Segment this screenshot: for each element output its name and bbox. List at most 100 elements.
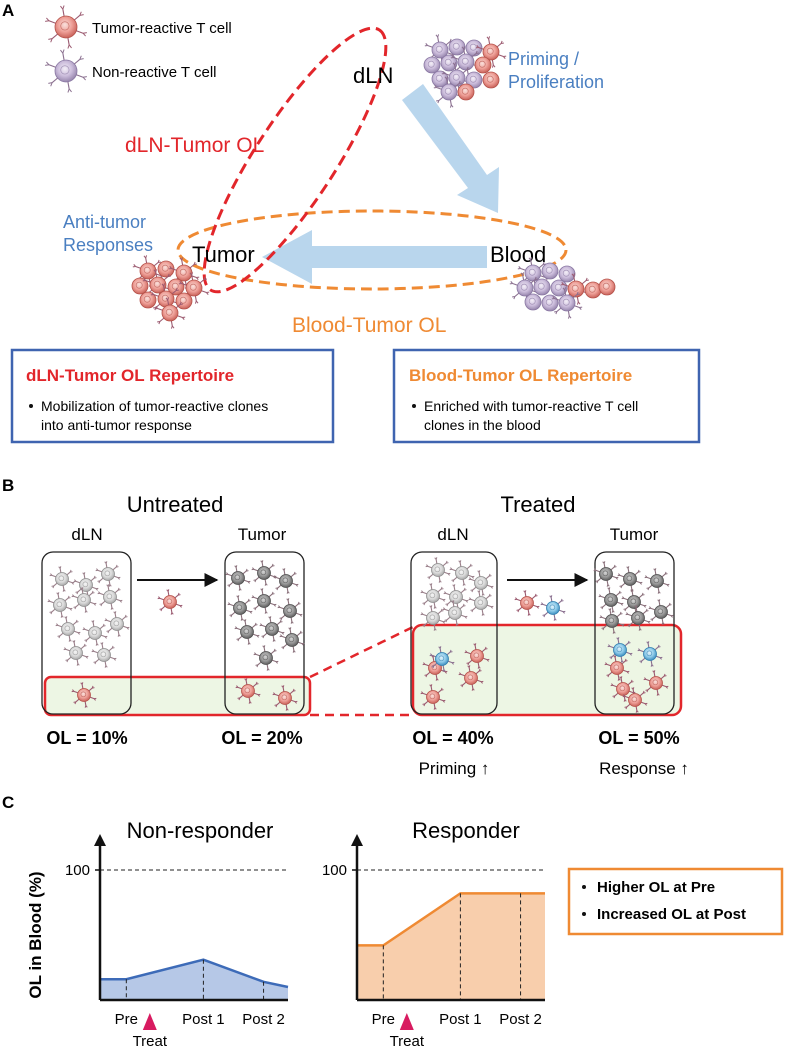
treat-marker-icon — [399, 1013, 414, 1030]
non-reactive-t-cell-icon — [533, 278, 551, 296]
non-reactive-t-cell-icon — [442, 600, 468, 626]
untreated-dln-ol: OL = 10% — [46, 728, 127, 748]
non-reactive-t-cell-icon — [273, 568, 299, 594]
blood-tumor-repertoire-title: Blood-Tumor OL Repertoire — [409, 366, 632, 385]
treated-tumor-ol: OL = 50% — [598, 728, 679, 748]
non-reactive-t-cell-icon — [49, 566, 75, 592]
treat-marker-icon — [142, 1013, 157, 1030]
expanded-tumor-reactive-t-cell-icon — [540, 595, 566, 621]
treat-label: Treat — [133, 1033, 168, 1050]
non-reactive-t-cell-icon — [279, 627, 305, 653]
node-dln: dLN — [353, 63, 393, 88]
non-reactive-t-cell-icon — [524, 293, 542, 311]
blood-to-tumor-arrow — [262, 230, 487, 284]
callout-box — [567, 867, 784, 936]
panel-b: B Untreated Treated dLN Tumor dLN Tumor … — [2, 476, 689, 778]
non-reactive-t-cell-icon — [251, 588, 277, 614]
untreated-tumor-ol: OL = 20% — [221, 728, 302, 748]
tumor-reactive-t-cell-icon — [157, 589, 183, 615]
non-reactive-t-cell-icon — [440, 54, 458, 72]
non-reactive-t-cell-icon — [71, 587, 97, 613]
panel-c: C Non-responder Responder OL in Blood (%… — [2, 793, 784, 1050]
non-reactive-t-cell-icon — [598, 587, 624, 613]
tumor-reactive-t-cell-icon — [464, 643, 490, 669]
priming-label-line2: Proliferation — [508, 72, 604, 92]
antitumor-label-line1: Anti-tumor — [63, 212, 146, 232]
untreated-tumor-label: Tumor — [238, 525, 287, 544]
blood-tumor-repertoire-line1: Enriched with tumor-reactive T cell — [424, 398, 638, 414]
tumor-reactive-t-cell-icon — [45, 5, 87, 49]
callout-line2: Increased OL at Post — [597, 906, 746, 923]
tumor-reactive-t-cell-icon — [157, 260, 175, 278]
tumor-reactive-t-cell-icon — [139, 291, 157, 309]
legend-nonreactive-cell-icon — [45, 49, 87, 93]
non-reactive-t-cell-icon — [259, 616, 285, 642]
expanded-tumor-reactive-t-cell-icon — [429, 646, 455, 672]
area-fill — [100, 959, 288, 1000]
treated-title: Treated — [500, 492, 575, 517]
zoom-line-top — [309, 625, 414, 679]
non-reactive-t-cell-icon — [599, 608, 625, 634]
non-reactive-t-cell-icon — [617, 566, 643, 592]
non-reactive-t-cell-icon — [63, 640, 89, 666]
non-reactive-t-cell-icon — [227, 595, 253, 621]
bullet-icon — [29, 404, 33, 408]
tumor-reactive-t-cell-icon — [610, 676, 636, 702]
tumor-reactive-t-cell-icon — [131, 277, 149, 295]
non-reactive-t-cell-icon — [541, 294, 559, 312]
y-axis-arrow-icon — [94, 834, 106, 846]
dln-tumor-repertoire-line2: into anti-tumor response — [41, 417, 192, 433]
tumor-reactive-t-cell-icon — [643, 670, 669, 696]
node-tumor: Tumor — [192, 242, 255, 267]
tumor-reactive-t-cell-icon — [584, 281, 602, 299]
untreated-title: Untreated — [127, 492, 224, 517]
x-tick-label: Post 1 — [439, 1011, 482, 1028]
bullet-icon — [412, 404, 416, 408]
non-reactive-t-cell-icon — [431, 70, 449, 88]
x-tick-label: Post 1 — [182, 1011, 225, 1028]
untreated-tumor-box — [224, 551, 305, 715]
non-reactive-t-cell-icon — [95, 561, 121, 587]
antitumor-label-line2: Responses — [63, 235, 153, 255]
tumor-reactive-t-cell-icon — [598, 278, 616, 296]
non-reactive-t-cell-icon — [558, 265, 576, 283]
non-reactive-t-cell-icon — [648, 599, 674, 625]
legend: Tumor-reactive T cell Non-reactive T cel… — [45, 5, 232, 93]
tumor-reactive-t-cell-icon — [457, 83, 475, 101]
y-tick-100: 100 — [65, 862, 90, 879]
tumor-reactive-t-cell-icon — [272, 685, 298, 711]
tumor-reactive-t-cell-icon — [482, 71, 500, 89]
non-reactive-t-cell-icon — [468, 570, 494, 596]
x-tick-label: Post 2 — [242, 1011, 285, 1028]
non-reactive-t-cell-icon — [425, 557, 451, 583]
priming-note: Priming ↑ — [419, 759, 490, 778]
bullet-icon — [582, 912, 586, 916]
panel-c-letter: C — [2, 793, 14, 812]
dln-tumor-ol-label: dLN-Tumor OL — [125, 134, 264, 157]
expanded-tumor-reactive-t-cell-icon — [637, 641, 663, 667]
non-reactive-t-cell-icon — [509, 272, 541, 304]
legend-reactive-cell-icon — [45, 5, 87, 49]
blood-tumor-repertoire-line2: clones in the blood — [424, 417, 541, 433]
untreated-dln-box — [41, 551, 132, 715]
tumor-reactive-t-cell-icon — [71, 682, 97, 708]
tumor-cell-cluster — [131, 255, 210, 329]
callout-line1: Higher OL at Pre — [597, 879, 715, 896]
treated-dln-box — [410, 551, 498, 715]
response-note: Response ↑ — [599, 759, 689, 778]
non-reactive-t-cell-icon — [550, 279, 568, 297]
dln-tumor-repertoire-box — [10, 348, 335, 444]
panel-b-letter: B — [2, 476, 14, 495]
dln-tumor-repertoire-title: dLN-Tumor OL Repertoire — [26, 366, 234, 385]
legend-nonreactive-label: Non-reactive T cell — [92, 64, 217, 81]
y-axis-label: OL in Blood (%) — [26, 871, 45, 998]
non-reactive-t-cell-icon — [251, 560, 277, 586]
non-reactive-t-cell-icon — [234, 619, 260, 645]
non-reactive-t-cell-icon — [277, 598, 303, 624]
panel-a: A Tumor-reactive T cell Non-reactive T c… — [2, 1, 701, 444]
tumor-reactive-t-cell-icon — [560, 273, 592, 305]
non-reactive-t-cell-icon — [45, 49, 87, 93]
